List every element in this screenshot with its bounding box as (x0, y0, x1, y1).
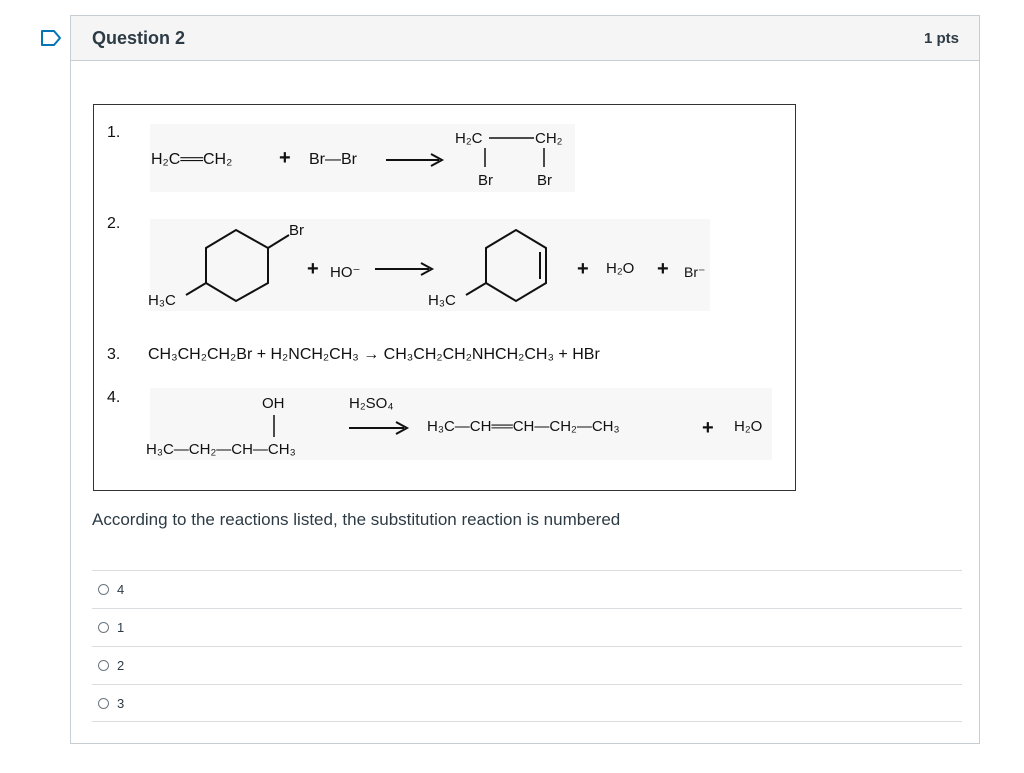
answer-label: 3 (117, 695, 125, 711)
reaction-2-cyclohexene-ring (465, 228, 547, 303)
reaction-1-product-br-right: Br (537, 172, 552, 189)
radio-button[interactable] (98, 660, 109, 671)
reaction-2-methyl-reactant: H₃C (148, 292, 176, 309)
reaction-1-reactant-ethene: H₂C══CH₂ (151, 151, 232, 168)
reaction-2-plus-1: + (307, 258, 319, 280)
reaction-2-br-substituent: Br (289, 222, 304, 239)
reaction-1-product-br-left: Br (478, 172, 493, 189)
question-card: Question 2 1 pts 1. H₂C══CH₂ + Br—Br H₂C… (70, 15, 980, 744)
reaction-2-number: 2. (107, 215, 120, 232)
answer-label: 4 (117, 582, 125, 597)
reaction-2-water: H₂O (606, 260, 634, 277)
reaction-2-bromide: Br⁻ (684, 264, 705, 280)
reaction-1-product-c1: H₂C (455, 130, 483, 147)
answer-label: 1 (117, 620, 125, 635)
radio-button[interactable] (98, 622, 109, 633)
reaction-4-hydroxyl: OH (262, 395, 285, 412)
reaction-1-reactant-bromine: Br—Br (309, 151, 358, 168)
reaction-2-methyl-product: H₃C (428, 292, 456, 309)
reaction-4-water: H₂O (734, 418, 762, 435)
reaction-1-product-c2: CH₂ (535, 130, 563, 147)
reaction-1-arrow (386, 153, 445, 167)
reaction-4-number: 4. (107, 389, 120, 406)
answer-list: 4 1 2 3 (92, 570, 962, 722)
reaction-2-plus-3: + (657, 258, 669, 280)
reaction-2-plus-2: + (577, 258, 589, 280)
question-text: According to the reactions listed, the s… (92, 510, 621, 529)
reaction-2-cyclohexane-ring (185, 228, 290, 303)
reaction-4-catalyst: H₂SO₄ (349, 395, 393, 412)
reaction-2-arrow (375, 262, 435, 276)
reaction-3-number: 3. (107, 346, 120, 363)
reaction-4-arrow (349, 421, 410, 435)
reaction-4-product: H₃C—CH══CH—CH₂—CH₃ (427, 418, 620, 435)
reaction-1-number: 1. (107, 124, 120, 141)
radio-button[interactable] (98, 697, 109, 709)
flag-question-icon[interactable] (40, 29, 62, 47)
answer-option-3[interactable]: 2 (92, 646, 962, 684)
answer-label: 2 (117, 658, 125, 673)
question-points: 1 pts (923, 29, 959, 47)
reaction-1-plus: + (279, 147, 291, 169)
question-title: Question 2 (92, 27, 186, 48)
reaction-4-reactant-chain: H₃C—CH₂—CH—CH₃ (146, 441, 296, 458)
answer-option-1[interactable]: 4 (92, 570, 962, 608)
reaction-2-hydroxide: HO⁻ (330, 264, 360, 281)
reaction-3-equation: CH₃CH₂CH₂Br + H₂NCH₂CH₃ → CH₃CH₂CH₂NHCH₂… (148, 346, 600, 363)
question-header: Question 2 1 pts (71, 16, 979, 61)
reactions-figure: 1. H₂C══CH₂ + Br—Br H₂C CH₂ Br Br 2. Br (93, 104, 796, 491)
answer-option-4[interactable]: 3 (92, 684, 962, 722)
radio-button[interactable] (98, 584, 109, 595)
answer-option-2[interactable]: 1 (92, 608, 962, 646)
reaction-4-plus: + (702, 417, 714, 439)
